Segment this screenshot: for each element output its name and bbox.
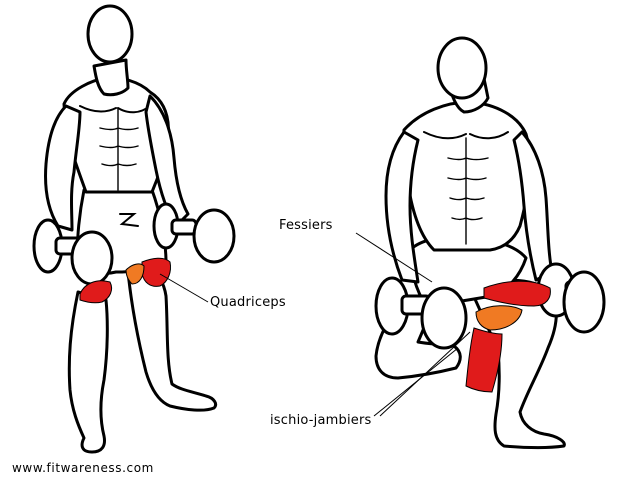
standing-right-quadriceps xyxy=(141,257,171,287)
lunge-right-arm xyxy=(512,130,554,282)
lunge-head xyxy=(436,36,488,100)
standing-right-leg xyxy=(126,264,218,412)
standing-head xyxy=(86,4,134,64)
standing-figure xyxy=(32,4,236,454)
leader-line-ischio-jambiers-1 xyxy=(379,331,471,417)
standing-neck xyxy=(92,58,130,97)
lunge-left-arm xyxy=(384,130,420,284)
standing-left-quadriceps xyxy=(79,280,113,304)
lunge-left-dumbbell xyxy=(374,276,468,350)
standing-left-leg xyxy=(67,290,109,454)
label-quadriceps: Quadriceps xyxy=(210,295,286,310)
standing-left-arm xyxy=(44,104,82,232)
lunge-gluteus xyxy=(475,305,523,331)
lunge-front-quadriceps xyxy=(483,280,551,307)
lunge-hamstrings xyxy=(465,327,503,393)
lunge-right-dumbbell xyxy=(536,262,606,334)
label-fessiers: Fessiers xyxy=(279,218,333,233)
leader-line-quadriceps xyxy=(159,273,209,303)
lunge-figure xyxy=(374,36,606,449)
watermark-url: www.fitwareness.com xyxy=(12,461,154,475)
standing-left-dumbbell xyxy=(32,218,114,286)
label-ischio-jambiers: ischio-jambiers xyxy=(270,413,372,428)
leader-line-fessiers xyxy=(355,232,433,283)
standing-right-dumbbell xyxy=(152,202,236,264)
standing-right-quadriceps-secondary xyxy=(125,263,145,285)
leader-line-ischio-jambiers-2 xyxy=(373,347,459,417)
